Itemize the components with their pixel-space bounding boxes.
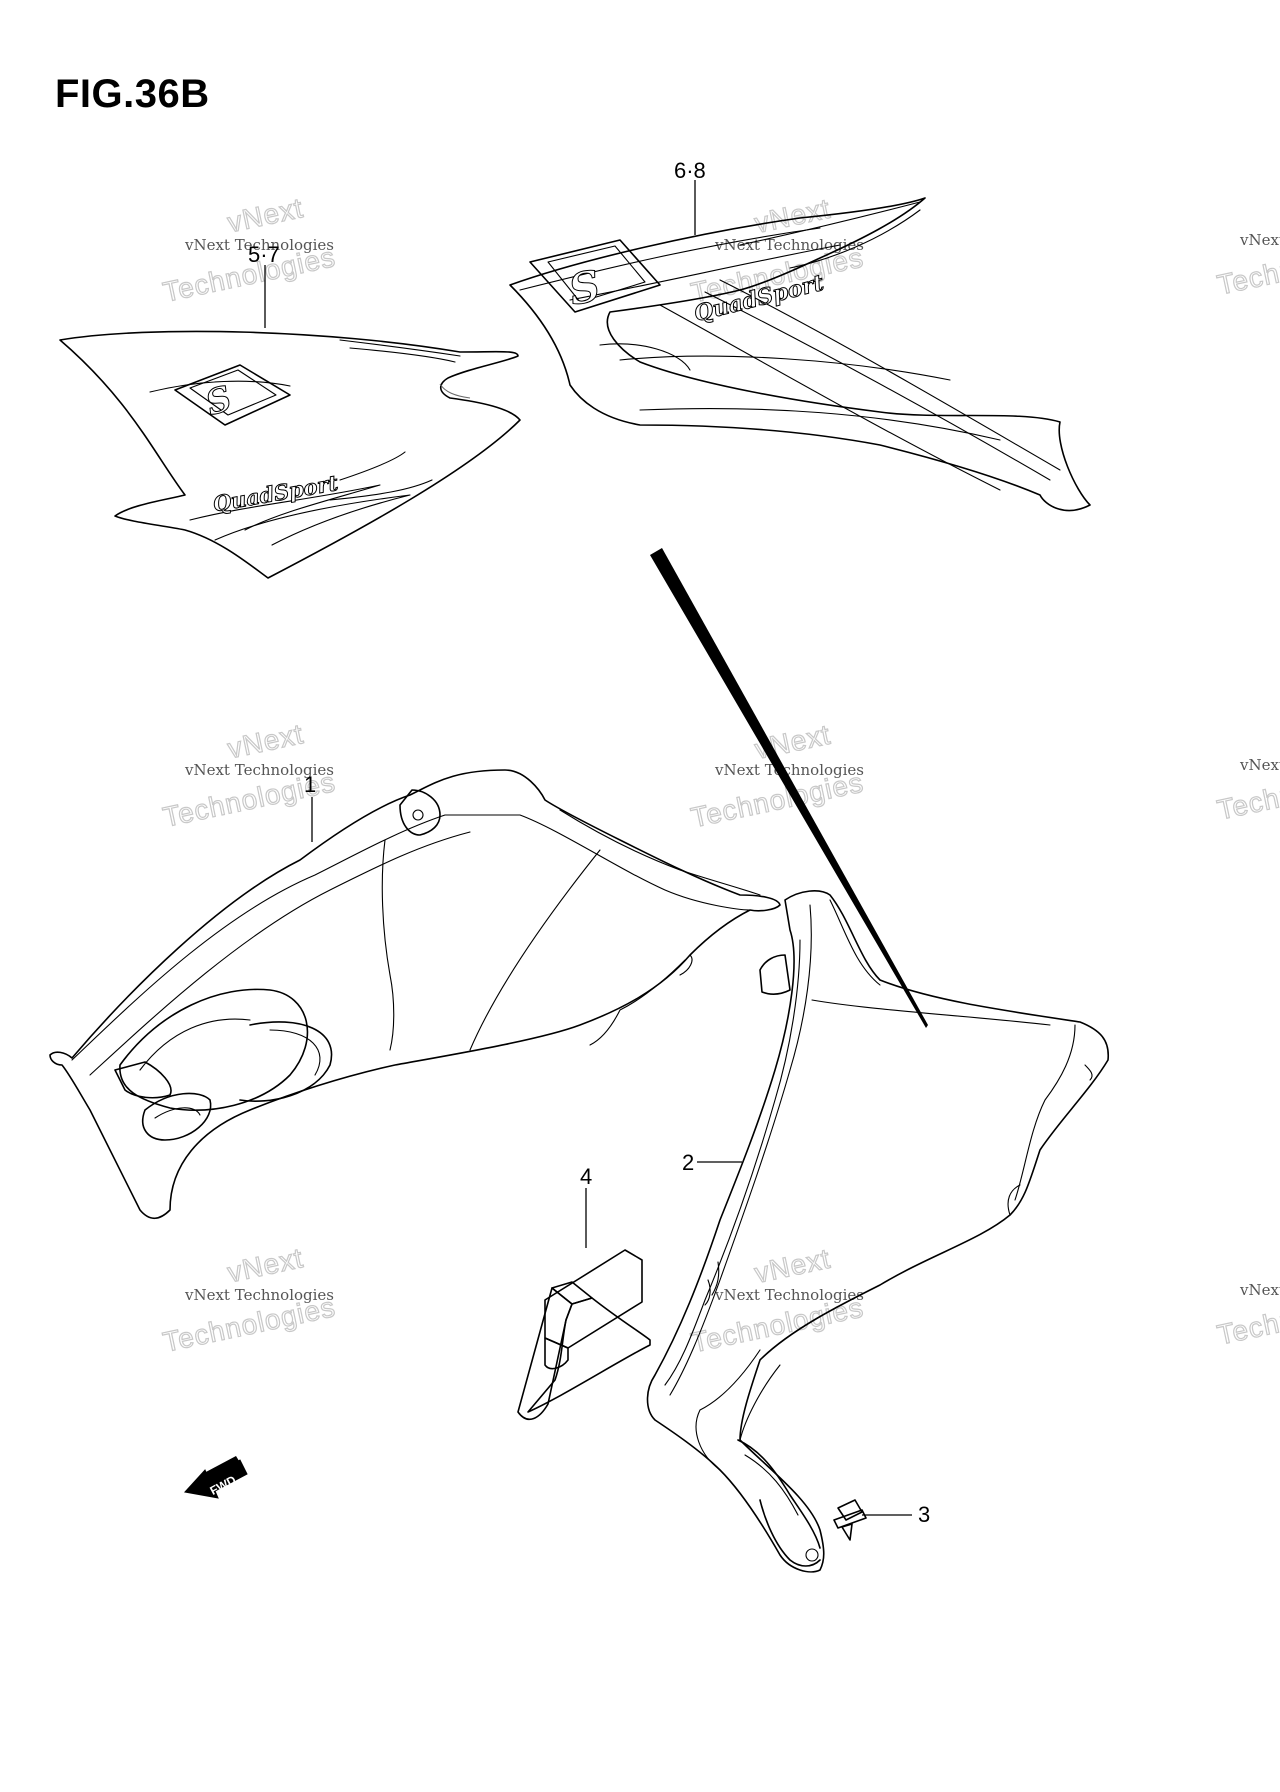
- watermark-layer: Technologies vNext vNext Technologies Te…: [160, 192, 1280, 1359]
- watermark-small-text: vNext Technologies: [184, 1286, 334, 1304]
- logo-s-emblem: S: [174, 364, 291, 426]
- watermark-small-text: vNext Technologies: [184, 236, 334, 254]
- part-3-clip: [833, 1499, 912, 1541]
- watermark: Technologies vNext vNext Technologies: [688, 718, 867, 834]
- watermark-small-text: vNext Technologies: [714, 236, 864, 254]
- watermark-top-text: vNext: [225, 718, 306, 764]
- watermark: Technologies vNext: [1214, 1281, 1280, 1351]
- callout-6-8: 6·8: [674, 158, 706, 183]
- watermark-top-text: vNext: [225, 1242, 306, 1288]
- callout-4: 4: [580, 1164, 592, 1189]
- decal-left-part-5-7: S QuadSport: [59, 330, 521, 579]
- watermark: Technologies vNext vNext Technologies: [160, 1242, 339, 1359]
- part-1-left-fender-cover: [49, 769, 781, 1220]
- callout-5-7: 5·7: [248, 242, 280, 267]
- callout-2: 2: [682, 1150, 694, 1175]
- forward-direction-arrow-icon: FWD: [184, 1456, 248, 1499]
- watermark-top-text: vNext: [752, 1243, 833, 1289]
- watermark: Technologies vNext vNext Technologies: [688, 1242, 867, 1359]
- watermark-top-text: vNext: [225, 192, 306, 238]
- callout-3: 3: [918, 1502, 930, 1527]
- watermark-small-text: vNext Technologies: [184, 761, 334, 779]
- logo-letter: S: [201, 378, 237, 424]
- figure-title: FIG.36B: [55, 72, 210, 116]
- callout-1: 1: [304, 772, 316, 797]
- callout-labels: 5·7 6·8 1 2 3 4: [248, 158, 930, 1527]
- part-4-foam-block: [517, 1188, 651, 1421]
- assembly-leader-wedge: [650, 548, 928, 1028]
- watermark-small-text: vNext Technologies: [714, 761, 864, 779]
- watermark: Technologies vNext: [1214, 756, 1280, 826]
- part-2-right-fender-cover: [646, 890, 1109, 1573]
- logo-s-emblem: S: [529, 239, 661, 315]
- watermark: Technologies vNext vNext Technologies: [160, 192, 339, 309]
- watermark-small-text: vNext: [1239, 1281, 1280, 1299]
- watermark-small-text: vNext: [1239, 231, 1280, 249]
- watermark-small-text: vNext Technologies: [714, 1286, 864, 1304]
- watermark-small-text: vNext: [1239, 756, 1280, 774]
- watermark: Technologies vNext: [1214, 231, 1280, 301]
